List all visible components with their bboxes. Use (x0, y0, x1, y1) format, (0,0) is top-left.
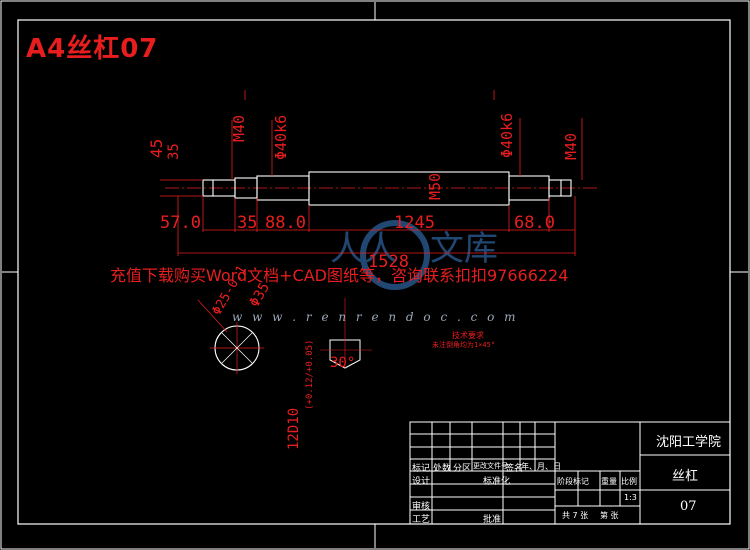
part-name: 丝杠 (672, 469, 699, 484)
svg-text:人人: 人人 (330, 229, 398, 269)
dim-m40-left: M40 (230, 115, 248, 142)
section-view-aa (197, 299, 264, 374)
dim-45: 45 (147, 139, 166, 158)
dim-m40-right: M40 (562, 133, 580, 160)
rev-col-zone: 分区 (453, 464, 472, 474)
approve-label: 批准 (483, 515, 502, 525)
dim-m50: M50 (426, 173, 444, 200)
weight-label: 重量 (601, 477, 617, 486)
rev-col-date: 年、月、日 (521, 462, 561, 471)
reviewer-label: 审核 (412, 502, 431, 512)
dim-phi40k6-left: Φ40k6 (272, 115, 290, 160)
dim-30: 30° (330, 355, 355, 371)
stage-mark-label: 阶段标记 (557, 477, 589, 486)
keyway-detail (320, 298, 372, 369)
tech-req-title: 技术要求 (452, 330, 484, 340)
rev-col-sign: 签名 (505, 464, 524, 474)
dim-12d10: 12D10 (286, 408, 302, 450)
scale-label: 比例 (621, 477, 637, 486)
shaft-outline (202, 171, 572, 206)
sheet-total: 共 7 张 (562, 511, 589, 520)
tech-req-body: 未注倒角均为1×45° (432, 340, 495, 349)
scale-value: 1:3 (624, 493, 637, 502)
svg-text:文库: 文库 (430, 229, 498, 269)
dim-phi40k6-right: Φ40k6 (498, 113, 516, 158)
dim-1528: 1528 (368, 252, 409, 272)
dim-tolerance: (+0.12/+0.05) (305, 340, 315, 410)
dim-88: 88.0 (265, 213, 306, 233)
dim-1245: 1245 (394, 213, 435, 233)
dim-35: 35 (237, 213, 257, 233)
url-watermark: w w w . r e n r e n d o c . c o m (232, 310, 519, 324)
designer-label: 设计 (412, 477, 431, 487)
dim-68: 68.0 (514, 213, 555, 233)
drawing-title: A4丝杠07 (26, 34, 159, 64)
rev-col-count: 处数 (433, 464, 452, 474)
dim-35-top: 35 (166, 143, 182, 160)
dim-57: 57.0 (160, 213, 201, 233)
standardizer-label: 标准化 (483, 477, 511, 487)
rev-col-mark: 标记 (412, 464, 431, 474)
rev-col-docno: 更改文件号 (473, 462, 508, 470)
watermark-logo: 人人 文库 (330, 220, 498, 290)
dimension-lines (160, 90, 583, 256)
school-name: 沈阳工学院 (656, 435, 722, 450)
drawing-number: 07 (680, 499, 697, 514)
sheet-index: 第 张 (600, 511, 619, 520)
process-label: 工艺 (412, 515, 431, 525)
title-block-grid (409, 421, 731, 525)
promo-watermark: 充值下载购买Word文档+CAD图纸等，咨询联系扣扣97666224 (110, 266, 569, 285)
